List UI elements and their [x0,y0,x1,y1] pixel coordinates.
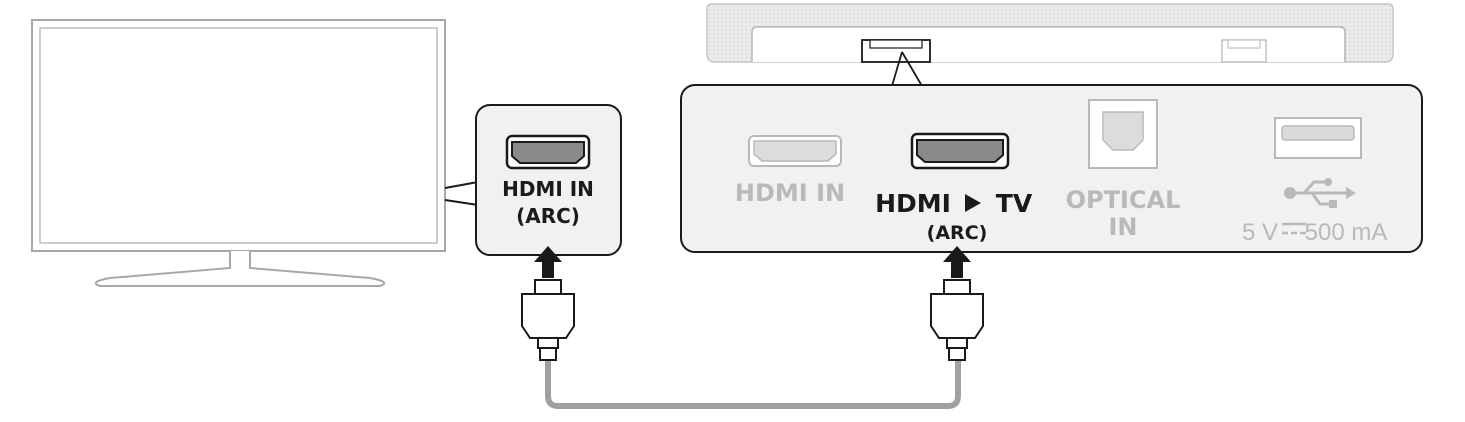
soundbar-hdmi-tv-port [910,132,1010,170]
dc-symbol-icon [1282,222,1306,235]
tv-callout-lines [444,181,479,206]
tv-port-panel: HDMI IN (ARC) [475,104,622,256]
tv-screen [39,27,438,244]
optical-label-line1: OPTICAL [1066,186,1181,214]
tv-frame [31,19,446,252]
tv-port-label-line1: HDMI IN [502,177,594,201]
tv-insert-arrow-icon [534,246,562,278]
tv-stand [94,251,386,287]
hdmi-cable [545,360,961,409]
tv [31,19,446,287]
soundbar-hdmi-tv-label-right: TV [996,189,1033,218]
soundbar-callout-lines [891,51,923,87]
play-arrow-icon [965,194,981,212]
tv-port-label-line2: (ARC) [516,204,580,228]
hdmi-plug-right [930,279,984,361]
soundbar-hdmi-tv-label-left: HDMI [875,189,951,218]
optical-port [1088,99,1158,169]
optical-label-line2: IN [1108,213,1137,241]
soundbar-hdmi-in-port [748,135,842,167]
soundbar-insert-arrow-icon [943,246,971,278]
tv-hdmi-port [505,134,591,170]
soundbar [706,3,1394,63]
soundbar-port-panel: HDMI IN HDMI TV (ARC) OPTICAL IN [680,84,1423,253]
hdmi-plug-left [521,279,575,361]
usb-current-label: 500 mA [1305,219,1388,246]
usb-icon [1284,178,1356,208]
soundbar-hdmi-in-label: HDMI IN [735,179,845,207]
usb-voltage-label: 5 V [1242,219,1278,246]
usb-port [1274,117,1362,159]
soundbar-hdmi-tv-sub-label: (ARC) [927,222,988,244]
